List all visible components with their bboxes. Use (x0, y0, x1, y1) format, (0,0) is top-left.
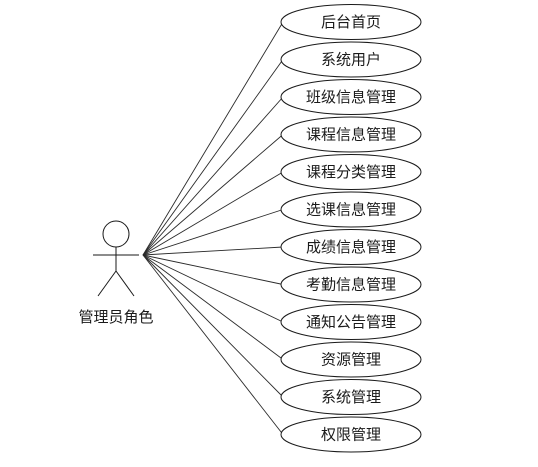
use-case-label: 选课信息管理 (306, 201, 396, 219)
use-case-ellipse (280, 191, 422, 228)
use-case[interactable]: 成绩信息管理 (280, 229, 422, 265)
use-case-label: 资源管理 (321, 351, 381, 369)
use-case-label: 班级信息管理 (306, 88, 396, 106)
association-line (142, 254, 284, 398)
association-line (142, 21, 284, 256)
actor-head (102, 220, 130, 248)
use-case-label: 课程信息管理 (306, 126, 396, 144)
use-case[interactable]: 资源管理 (280, 341, 422, 378)
association-line (142, 96, 284, 256)
association-lines (142, 21, 284, 435)
actor-right-leg (115, 270, 135, 297)
use-case-ellipse (280, 41, 422, 78)
use-case-label: 系统用户 (321, 51, 381, 69)
use-case-ellipse (280, 416, 422, 453)
use-case[interactable]: 选课信息管理 (280, 191, 422, 228)
use-case-label: 后台首页 (321, 13, 381, 31)
use-case-label: 课程分类管理 (306, 163, 396, 181)
use-case[interactable]: 课程分类管理 (280, 154, 422, 190)
use-case-ellipse (280, 266, 422, 303)
use-case-label: 权限管理 (321, 426, 381, 444)
use-case-label: 成绩信息管理 (306, 238, 396, 256)
association-line (142, 254, 284, 285)
use-case-label: 通知公告管理 (306, 313, 396, 331)
use-case-label: 系统管理 (321, 388, 381, 406)
use-case-list: 后台首页系统用户班级信息管理课程信息管理课程分类管理选课信息管理成绩信息管理考勤… (280, 4, 422, 453)
use-case[interactable]: 通知公告管理 (280, 304, 422, 340)
association-line (142, 134, 284, 256)
use-case-ellipse (280, 4, 422, 40)
association-line (142, 209, 284, 256)
use-case-ellipse (280, 116, 422, 153)
use-case[interactable]: 考勤信息管理 (280, 266, 422, 303)
use-case[interactable]: 系统用户 (280, 41, 422, 78)
use-case-ellipse (280, 304, 422, 340)
use-case-ellipse (280, 379, 422, 415)
association-line (142, 254, 284, 323)
use-case-ellipse (280, 154, 422, 190)
use-case[interactable]: 班级信息管理 (280, 79, 422, 115)
use-case-label: 考勤信息管理 (306, 276, 396, 294)
use-case-ellipse (280, 229, 422, 265)
association-line (142, 171, 284, 256)
use-case[interactable]: 后台首页 (280, 4, 422, 40)
actor-label: 管理员角色 (78, 308, 153, 326)
association-line (142, 254, 284, 435)
association-line (142, 254, 284, 360)
use-case[interactable]: 课程信息管理 (280, 116, 422, 153)
association-line (142, 59, 284, 256)
actor-left-leg (97, 270, 117, 297)
use-case-ellipse (280, 79, 422, 115)
use-case-ellipse (280, 341, 422, 378)
actor-figure: 管理员角色 (78, 220, 154, 326)
use-case[interactable]: 系统管理 (280, 379, 422, 415)
use-case[interactable]: 权限管理 (280, 416, 422, 453)
association-line (142, 246, 284, 256)
